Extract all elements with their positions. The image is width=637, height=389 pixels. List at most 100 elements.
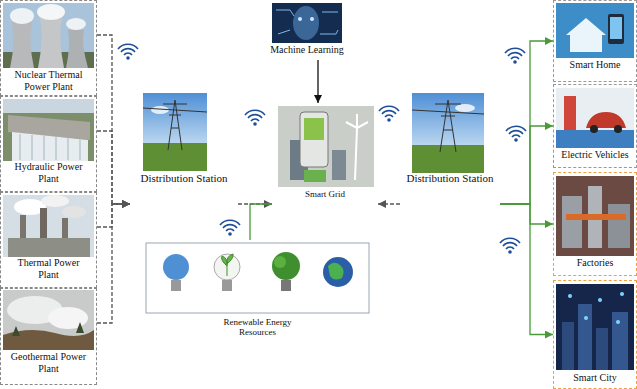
connector <box>500 204 553 335</box>
distribution-station-image-part <box>412 100 484 152</box>
thermal-plant-photo-part <box>62 206 86 218</box>
power-plant-box: Nuclear Thermal Power Plant <box>0 0 97 96</box>
node-label: Smart Grid <box>275 189 375 199</box>
connector <box>97 204 130 323</box>
node-label: Distribution Station <box>131 172 237 185</box>
nuclear-plant-photo-part <box>66 18 86 30</box>
connector <box>317 60 318 103</box>
smart-grid-image <box>278 106 374 187</box>
machine-learning-image <box>272 3 342 43</box>
smart-city-image <box>556 284 634 370</box>
hydraulic-plant-photo-part <box>20 134 80 160</box>
distribution-station-image-part <box>143 143 207 171</box>
smart-city-image-part <box>568 294 572 298</box>
electric-vehicles-image-part <box>556 88 634 148</box>
renewable-energy-image-part <box>163 254 189 280</box>
distribution-station-image <box>412 93 484 173</box>
smart-city-image-part <box>620 292 624 296</box>
connector <box>378 203 400 204</box>
node-label: Smart Home <box>555 59 635 71</box>
station-box: Distribution Station <box>130 90 238 212</box>
wifi-symbols <box>118 44 526 253</box>
station-box: Distribution Station <box>400 90 500 212</box>
distribution-station-image-part <box>143 100 207 150</box>
distribution-station-image-part <box>412 145 484 173</box>
nuclear-plant-photo-part <box>10 8 34 24</box>
connector <box>97 35 130 204</box>
factory-image <box>556 176 634 256</box>
node-label: Electric Vehicles <box>554 149 636 161</box>
nuclear-plant-photo-part <box>10 22 34 68</box>
power-plant-box: Thermal Power Plant <box>0 192 97 288</box>
connector <box>500 41 553 204</box>
power-plant-box: Hydraulic Power Plant <box>0 96 97 192</box>
smart-city-image-part <box>612 312 628 370</box>
connector <box>97 204 130 227</box>
machine-learning-image-part <box>276 10 338 34</box>
thermal-plant-photo-part <box>3 195 94 257</box>
nuclear-plant-photo <box>3 3 94 68</box>
renewable-energy-image-part <box>328 263 344 280</box>
grid-box: Smart Grid <box>272 103 378 213</box>
smart-city-image-part <box>598 298 602 302</box>
smart-grid-image-part <box>332 150 346 180</box>
node-label: Geothermal Power Plant <box>11 351 87 374</box>
smart-city-image-part <box>584 316 588 320</box>
smart-home-image-part <box>566 18 606 52</box>
renewable-box: Renewable Energy Resources <box>140 240 375 342</box>
electric-vehicles-image-part <box>590 125 598 133</box>
wifi-symbols-part <box>505 48 525 63</box>
nuclear-plant-photo-part <box>3 3 94 68</box>
nuclear-plant-photo-part <box>66 30 88 68</box>
consumer-box: Smart Home <box>553 0 637 82</box>
machine-learning-image-part <box>310 17 314 21</box>
consumer-box: Electric Vehicles <box>553 84 637 168</box>
machine-learning-image-part <box>293 6 319 40</box>
thermal-plant-photo-part <box>41 195 69 207</box>
node-label: Smart City <box>555 372 635 384</box>
node-label: Renewable Energy Resources <box>213 317 303 338</box>
ml-box: Machine Learning <box>262 2 352 60</box>
smart-grid-image-part <box>346 114 368 180</box>
wifi-symbols-part <box>500 238 520 253</box>
geothermal-plant-photo-part <box>3 290 94 350</box>
smart-city-image-part <box>556 284 634 370</box>
connector <box>500 204 553 224</box>
hydraulic-plant-photo-part <box>12 132 88 161</box>
renewable-energy-image-part <box>146 243 369 313</box>
hydraulic-plant-photo-part <box>3 99 94 113</box>
smart-grid-image-part <box>304 170 326 182</box>
renewable-energy-image-part <box>281 280 291 291</box>
renewable-energy-image-part <box>323 257 353 287</box>
renewable-energy-image-part <box>222 254 234 276</box>
renewable-energy-image-part <box>274 256 286 268</box>
wifi-symbols-part <box>220 220 240 235</box>
node-label: Factories <box>555 257 635 269</box>
smart-grid-image-part <box>278 106 374 187</box>
smart-home-image-part <box>608 14 624 44</box>
power-plant-box: Geothermal Power Plant <box>0 288 97 385</box>
consumer-box: Factories <box>553 172 637 276</box>
factory-image-part <box>562 196 582 248</box>
smart-home-image <box>556 3 634 58</box>
smart-home-image-part <box>610 17 622 39</box>
geothermal-plant-photo-part <box>12 322 84 336</box>
nuclear-plant-photo-part <box>37 4 65 20</box>
factory-image-part <box>556 176 634 256</box>
machine-learning-image-part <box>298 17 302 21</box>
smart-city-image-part <box>578 304 592 370</box>
connector <box>97 131 130 204</box>
nuclear-plant-photo-part <box>38 18 64 68</box>
node-label: Distribution Station <box>401 172 499 185</box>
distribution-station-image-part <box>455 104 475 112</box>
connector <box>250 204 272 240</box>
electric-vehicles-image <box>556 88 634 148</box>
renewable-energy-image <box>146 243 369 313</box>
machine-learning-image-part <box>272 3 342 43</box>
node-label: Thermal Power Plant <box>11 257 87 280</box>
smart-city-image-part <box>596 328 608 370</box>
wifi-symbols-part <box>506 126 526 141</box>
renewable-energy-image-part <box>171 280 181 291</box>
distribution-station-image <box>143 93 207 171</box>
